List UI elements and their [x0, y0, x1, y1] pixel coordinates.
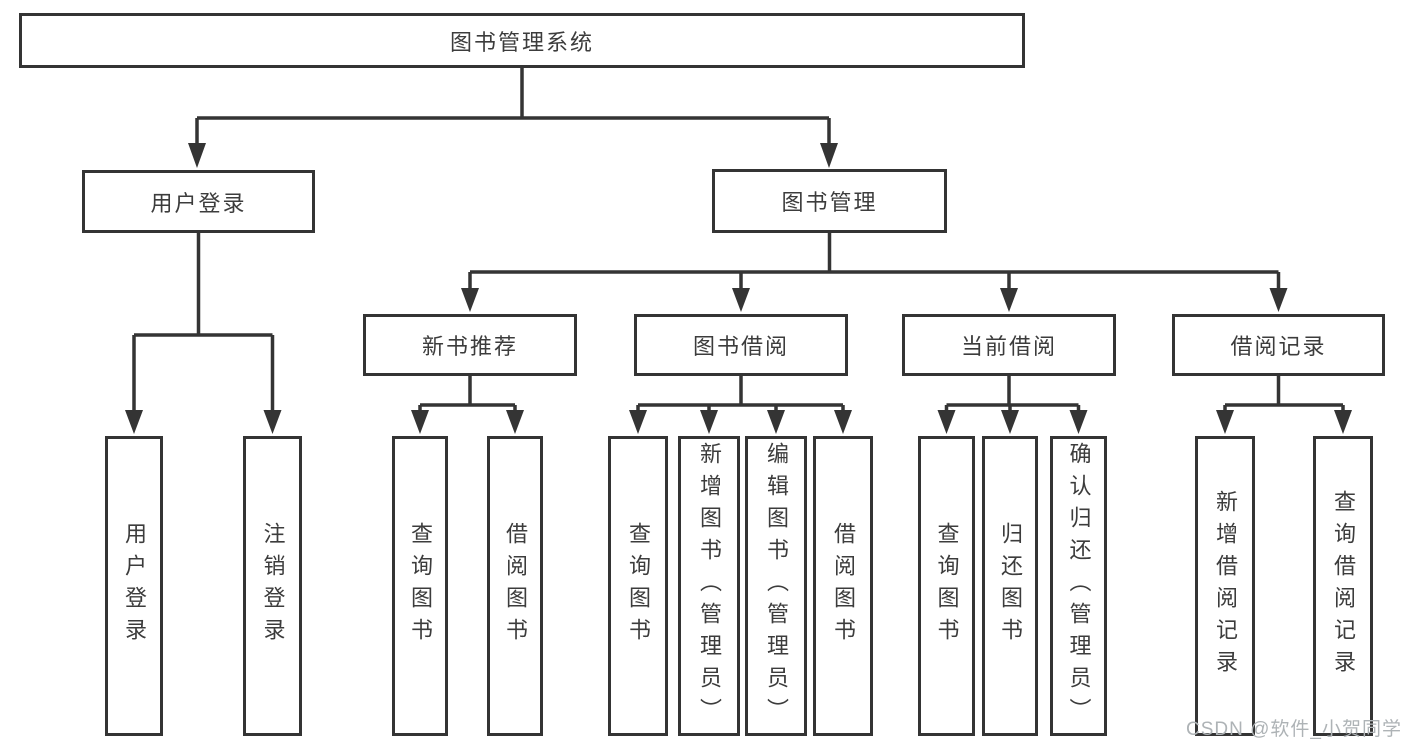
- node-borrow-books-leaf: 借阅图书: [813, 436, 873, 736]
- node-label: 新增借阅记录: [1213, 490, 1238, 682]
- node-label: 用户登录: [122, 522, 147, 650]
- node-borrow-books-recommend: 借阅图书: [487, 436, 543, 736]
- node-book-management-module: 图书管理: [712, 169, 947, 233]
- node-label: 用户登录: [150, 190, 247, 216]
- node-label: 查询图书: [626, 522, 651, 650]
- node-add-borrowing-record: 新增借阅记录: [1195, 436, 1255, 736]
- node-label: 编辑图书（管理员）: [764, 442, 789, 730]
- node-label: 查询图书: [408, 522, 433, 650]
- node-label: 图书管理: [781, 190, 878, 215]
- node-label: 图书管理系统: [449, 29, 594, 55]
- node-logout-login-leaf: 注销登录: [243, 436, 302, 736]
- node-label: 当前借阅: [960, 334, 1057, 359]
- node-label: 新增图书（管理员）: [697, 442, 722, 730]
- node-query-books-current: 查询图书: [918, 436, 975, 736]
- node-label: 查询图书: [934, 522, 960, 650]
- node-label: 查询借阅记录: [1331, 490, 1356, 682]
- node-label: 归还图书: [998, 522, 1023, 650]
- node-query-books-recommend: 查询图书: [392, 436, 448, 736]
- node-query-borrowing-record: 查询借阅记录: [1313, 436, 1373, 736]
- node-return-books: 归还图书: [982, 436, 1038, 736]
- node-current-borrowing: 当前借阅: [902, 314, 1116, 376]
- node-label: 借阅图书: [831, 522, 856, 650]
- node-user-login-leaf: 用户登录: [105, 436, 163, 736]
- node-new-book-recommendation: 新书推荐: [363, 314, 577, 376]
- csdn-watermark: CSDN @软件_小贺同学: [1186, 719, 1402, 740]
- node-borrowing-records: 借阅记录: [1172, 314, 1385, 376]
- node-label: 图书借阅: [692, 334, 789, 359]
- node-query-books-borrowing: 查询图书: [608, 436, 668, 736]
- node-edit-books-admin: 编辑图书（管理员）: [745, 436, 807, 736]
- node-label: 借阅记录: [1230, 334, 1327, 359]
- node-label: 新书推荐: [421, 334, 518, 359]
- node-confirm-return-admin: 确认归还（管理员）: [1050, 436, 1107, 736]
- node-library-management-system: 图书管理系统: [19, 13, 1025, 68]
- node-label: 注销登录: [260, 522, 286, 650]
- node-user-login-module: 用户登录: [82, 170, 315, 233]
- node-label: 借阅图书: [503, 522, 528, 650]
- node-label: 确认归还（管理员）: [1066, 442, 1092, 730]
- node-add-books-admin: 新增图书（管理员）: [678, 436, 740, 736]
- node-book-borrowing: 图书借阅: [634, 314, 848, 376]
